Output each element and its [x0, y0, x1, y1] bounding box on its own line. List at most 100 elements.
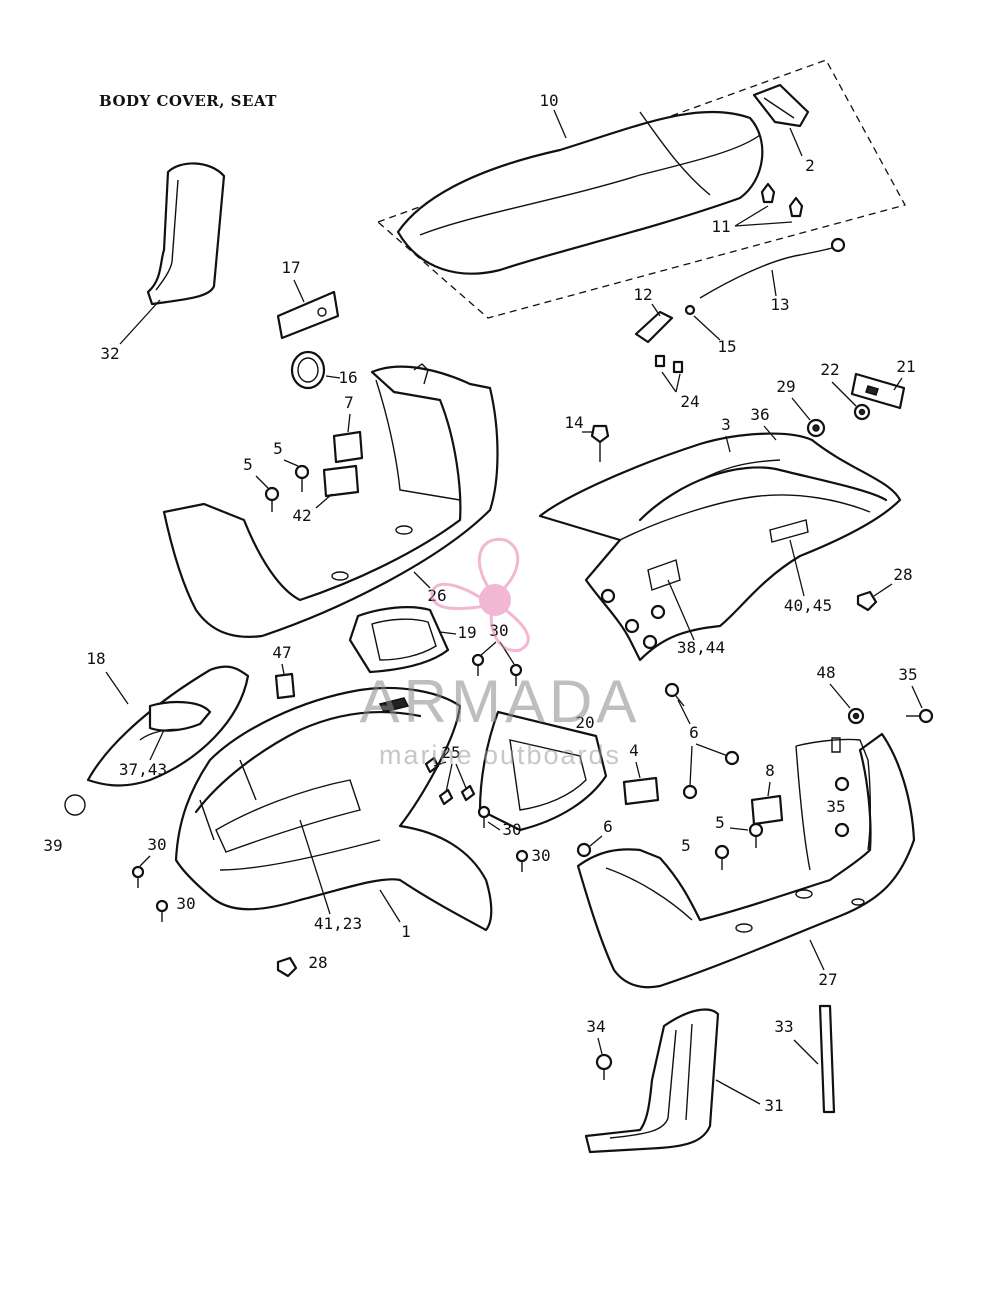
callout-13: 13 — [770, 295, 789, 314]
callout-32: 32 — [100, 344, 119, 363]
callout-6b: 6 — [603, 817, 613, 836]
diagram-title: BODY COVER, SEAT — [99, 92, 277, 110]
callout-5d: 5 — [681, 836, 691, 855]
part-nut-29 — [806, 418, 826, 438]
part-clip-14 — [590, 424, 610, 462]
callout-5b: 5 — [273, 439, 283, 458]
part-screw-30d — [131, 865, 145, 888]
callout-34: 34 — [586, 1017, 605, 1036]
part-bolt-34 — [595, 1053, 613, 1080]
callout-15: 15 — [717, 337, 736, 356]
callout-14: 14 — [564, 413, 583, 432]
part-bolt-6c — [576, 842, 592, 858]
callout-7: 7 — [344, 393, 354, 412]
callout-42: 42 — [292, 506, 311, 525]
part-bolt-35a — [906, 708, 934, 724]
part-clip-28b — [276, 956, 298, 978]
part-clips-25 — [424, 756, 476, 806]
callout-31: 31 — [764, 1096, 783, 1115]
callout-36: 36 — [750, 405, 769, 424]
part-side-guard-31 — [584, 1008, 720, 1154]
callout-5a: 5 — [243, 455, 253, 474]
part-screw-30e — [155, 899, 169, 922]
callout-6a: 6 — [689, 723, 699, 742]
callout-27: 27 — [818, 970, 837, 989]
part-nut-22 — [853, 403, 871, 421]
callout-35b: 35 — [826, 797, 845, 816]
watermark-tagline: marine outboards — [379, 740, 621, 770]
part-seat — [376, 59, 906, 319]
callout-24: 24 — [680, 392, 699, 411]
part-strip-33 — [818, 1004, 836, 1114]
callout-30c: 30 — [531, 846, 550, 865]
part-front-fender-1 — [174, 686, 493, 932]
part-seat-lock-cable — [699, 237, 846, 299]
callout-2: 2 — [805, 156, 815, 175]
part-side-cover-32 — [146, 162, 226, 306]
callout-5c: 5 — [715, 813, 725, 832]
callout-20: 20 — [575, 713, 594, 732]
part-screw-5d — [714, 844, 730, 870]
part-ring-16 — [290, 350, 326, 390]
part-bolt-6b — [682, 750, 740, 800]
callout-8: 8 — [765, 761, 775, 780]
part-clip-28a — [856, 590, 878, 612]
part-nut-48 — [847, 707, 865, 725]
callout-12: 12 — [633, 285, 652, 304]
callout-25: 25 — [441, 743, 460, 762]
callout-35a: 35 — [898, 665, 917, 684]
armada-watermark: ARMADA marine outboards — [360, 537, 641, 770]
callout-38-44: 38,44 — [677, 638, 725, 657]
callout-22: 22 — [820, 360, 839, 379]
part-clip-47 — [274, 672, 296, 700]
part-label-4 — [622, 776, 660, 806]
callout-10: 10 — [539, 91, 558, 110]
part-lower-cover-27 — [576, 732, 916, 989]
part-seat-lock — [634, 304, 696, 344]
part-seat-hooks — [760, 182, 804, 218]
part-screw-5a — [264, 486, 280, 512]
part-panel-20 — [478, 710, 608, 832]
part-screw-5c — [748, 822, 764, 848]
callout-4: 4 — [629, 741, 639, 760]
callout-17: 17 — [281, 258, 300, 277]
part-bolt-35b — [834, 776, 850, 838]
part-front-cover-18 — [86, 665, 250, 787]
callout-33: 33 — [774, 1017, 793, 1036]
callout-28b: 28 — [308, 953, 327, 972]
part-label-8 — [750, 794, 784, 826]
propeller-icon — [430, 537, 530, 653]
callout-48: 48 — [816, 663, 835, 682]
part-screw-30a — [471, 653, 523, 686]
watermark-brand: ARMADA — [360, 668, 641, 735]
part-emblem-17 — [276, 290, 340, 340]
part-label-7 — [332, 430, 364, 464]
callout-28a: 28 — [893, 565, 912, 584]
callout-41-23: 41,23 — [314, 914, 362, 933]
callout-21: 21 — [896, 357, 915, 376]
part-seat-bracket — [752, 83, 810, 128]
callout-47: 47 — [272, 643, 291, 662]
callout-19: 19 — [457, 623, 476, 642]
callout-11: 11 — [711, 217, 730, 236]
callout-30b: 30 — [502, 820, 521, 839]
callout-37-43: 37,43 — [119, 760, 167, 779]
callout-30e: 30 — [176, 894, 195, 913]
part-bolt-6a — [664, 682, 685, 707]
callout-3: 3 — [721, 415, 731, 434]
callout-29: 29 — [776, 377, 795, 396]
callout-39: 39 — [43, 836, 62, 855]
part-screw-30c — [515, 849, 529, 872]
part-panel-19 — [348, 606, 450, 674]
part-screw-30b — [477, 805, 491, 828]
part-bolts-24 — [654, 354, 684, 374]
part-latch-21 — [850, 372, 906, 410]
part-label-42 — [322, 464, 360, 498]
callout-30d: 30 — [147, 835, 166, 854]
callout-40-45: 40,45 — [784, 596, 832, 615]
part-cap-39 — [64, 794, 86, 816]
callout-18: 18 — [86, 649, 105, 668]
part-rear-fender-3 — [538, 432, 902, 662]
